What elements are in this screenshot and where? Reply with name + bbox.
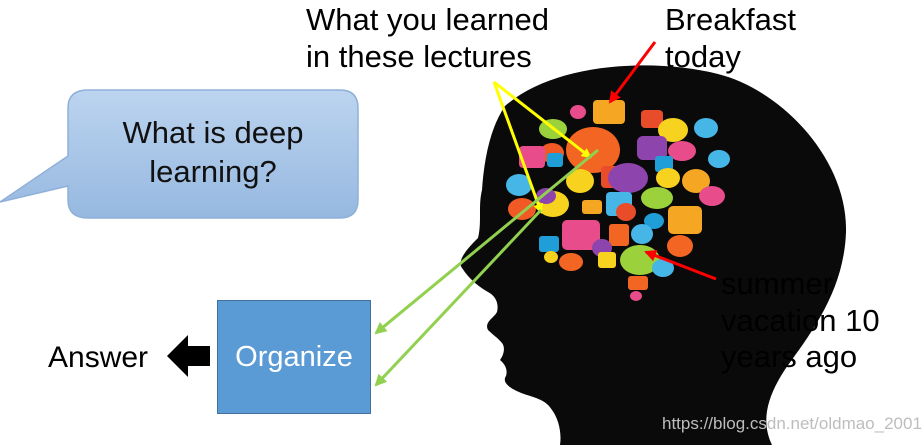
answer-arrow-icon <box>167 335 210 377</box>
diagram-canvas <box>0 41 847 445</box>
vacation-line2: vacation 10 <box>721 302 880 338</box>
breakfast-line1: Breakfast <box>665 2 796 37</box>
breakfast-label: Breakfast today <box>665 2 796 75</box>
yellow-arrow-to-memory-1 <box>493 80 592 159</box>
organize-box: Organize <box>217 300 371 414</box>
answer-label: Answer <box>48 341 149 374</box>
vacation-line1: summer <box>721 266 833 301</box>
question-line2: learning? <box>149 153 277 189</box>
vacation-line3: years ago <box>721 339 858 375</box>
lectures-line1: What you learned <box>306 2 549 37</box>
green-arrow-to-organize-1 <box>374 148 599 335</box>
red-arrow-breakfast <box>608 41 657 104</box>
yellow-arrow-to-memory-2 <box>492 81 543 214</box>
speech-bubble <box>0 89 359 219</box>
lectures-label: What you learned in these lectures <box>306 2 549 75</box>
question-text: What is deep learning? <box>88 114 338 192</box>
vacation-label: summer vacation 10 years ago <box>721 266 880 376</box>
green-arrow-to-organize-2 <box>374 208 543 387</box>
lectures-line2: in these lectures <box>306 38 532 74</box>
watermark-url: https://blog.csdn.net/oldmao_2001 <box>662 414 922 433</box>
red-arrow-vacation <box>644 250 717 281</box>
organize-label: Organize <box>235 340 353 373</box>
breakfast-line2: today <box>665 38 741 74</box>
question-line1: What is deep <box>122 115 304 150</box>
